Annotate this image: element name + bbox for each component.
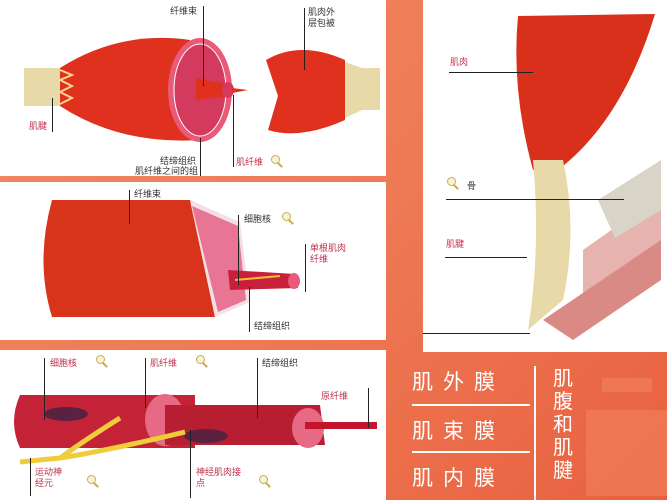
muscle-fiber-illustration bbox=[14, 394, 377, 465]
leader-line bbox=[368, 388, 369, 428]
label-nucleus: 细胞核 bbox=[50, 359, 78, 369]
label-muscle-fiber: 肌纤维 bbox=[150, 359, 178, 369]
leader-line bbox=[200, 138, 201, 176]
label-fascicle: 纤维束 bbox=[170, 7, 198, 17]
label-nmj: 神经肌肉接点 bbox=[196, 468, 242, 489]
caption-vertical-title: 肌腹和肌腱 bbox=[553, 366, 573, 482]
label-connective-tissue: 结缔组织 bbox=[160, 157, 197, 167]
caption-vertical-divider bbox=[534, 366, 536, 500]
panel-muscle-tendon-bone: 肌肉 骨 肌腱 bbox=[423, 0, 667, 352]
leader-line bbox=[52, 98, 53, 132]
magnifier-icon[interactable] bbox=[87, 475, 96, 484]
caption-row-perimysium: 肌束膜 bbox=[412, 419, 505, 443]
leader-line bbox=[238, 215, 239, 285]
label-muscle: 肌肉 bbox=[450, 58, 469, 68]
panel-muscle-fiber: 细胞核 肌纤维 结缔组织 原纤维 运动神经元 神经肌肉接点 bbox=[0, 350, 386, 500]
magnifier-icon[interactable] bbox=[259, 475, 268, 484]
label-muscle-fiber: 肌纤维 bbox=[236, 158, 264, 168]
leader-line bbox=[190, 430, 191, 498]
label-myofibril: 原纤维 bbox=[321, 392, 349, 402]
leader-line bbox=[203, 6, 204, 86]
leader-line bbox=[233, 95, 234, 167]
label-connective-tissue: 结缔组织 bbox=[254, 322, 291, 332]
leader-line bbox=[449, 72, 533, 73]
label-bone: 骨 bbox=[467, 182, 477, 192]
magnifier-icon[interactable] bbox=[96, 355, 105, 364]
magnifier-icon[interactable] bbox=[196, 355, 205, 364]
leader-line bbox=[44, 358, 45, 420]
whole-muscle-illustration bbox=[24, 37, 380, 142]
label-nucleus: 细胞核 bbox=[244, 215, 272, 225]
label-tendon: 肌腱 bbox=[446, 240, 465, 250]
leader-line bbox=[129, 190, 130, 224]
label-connective-tissue: 结缔组织 bbox=[262, 359, 299, 369]
label-connective-tissue-sub: 肌纤维之间的组 bbox=[135, 167, 199, 176]
leader-line bbox=[304, 8, 305, 70]
magnifier-icon[interactable] bbox=[271, 155, 280, 164]
label-epimysium: 肌肉外层包被 bbox=[308, 8, 336, 29]
muscle-tendon-bone-illustration bbox=[516, 14, 661, 340]
caption-divider bbox=[412, 451, 530, 453]
leader-line bbox=[257, 358, 258, 418]
magnifier-icon[interactable] bbox=[282, 212, 291, 221]
caption-row-epimysium: 肌外膜 bbox=[412, 370, 505, 394]
label-tendon: 肌腱 bbox=[29, 122, 48, 132]
leader-line bbox=[249, 287, 250, 332]
leader-line bbox=[423, 333, 530, 334]
label-single-fiber: 单根肌肉纤维 bbox=[310, 244, 347, 265]
label-motor-neuron: 运动神经元 bbox=[35, 468, 63, 489]
caption-divider bbox=[412, 404, 530, 406]
leader-line bbox=[445, 257, 527, 258]
leader-line bbox=[446, 199, 624, 200]
leader-line bbox=[145, 358, 146, 408]
panel-whole-muscle: 纤维束 肌肉外层包被 肌腱 结缔组织 肌纤维之间的组 肌纤维 bbox=[0, 0, 386, 176]
leader-line bbox=[30, 458, 31, 496]
label-fascicle: 纤维束 bbox=[134, 190, 162, 200]
watermark-glyph bbox=[586, 410, 667, 496]
leader-line bbox=[305, 244, 306, 292]
caption-row-endomysium: 肌内膜 bbox=[412, 466, 505, 490]
magnifier-icon[interactable] bbox=[447, 177, 456, 186]
watermark-glyph bbox=[602, 378, 652, 392]
fascicle-illustration bbox=[43, 200, 300, 317]
caption-block: 肌外膜 肌束膜 肌内膜 肌腹和肌腱 bbox=[390, 350, 667, 500]
panel-fascicle: 纤维束 细胞核 单根肌肉纤维 结缔组织 bbox=[0, 182, 386, 340]
